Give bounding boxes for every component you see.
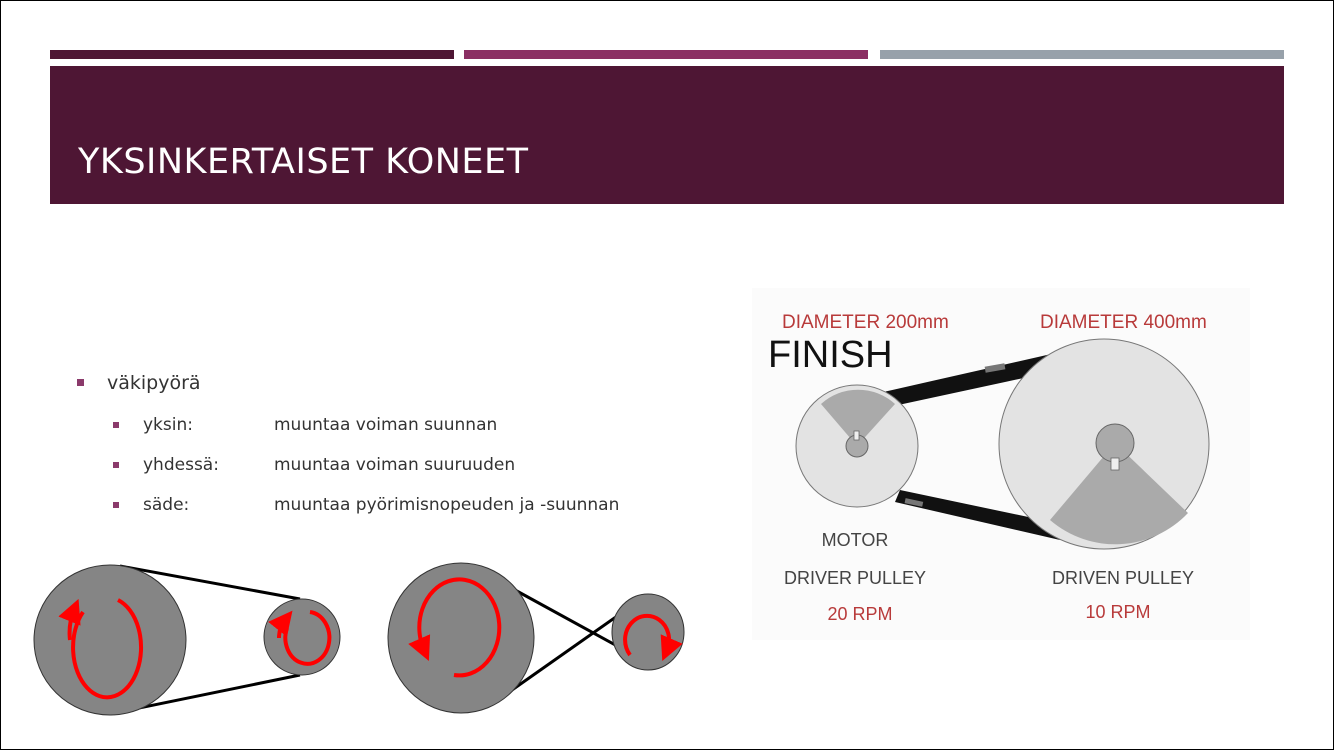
belt-drive-figure: DIAMETER 200mm DIAMETER 400mm FINISH MOT…: [752, 288, 1250, 640]
driver-pulley-label: DRIVER PULLEY: [784, 568, 926, 588]
driven-diameter: DIAMETER 400mm: [1040, 312, 1207, 333]
driven-pulley-label: DRIVEN PULLEY: [1052, 568, 1194, 588]
accent-bar-3: [880, 50, 1284, 59]
sub-desc: muuntaa voiman suunnan: [274, 415, 498, 435]
slide-title: YKSINKERTAISET KONEET: [78, 142, 529, 182]
driver-rpm: 20 RPM: [827, 604, 892, 624]
bullet-icon: [113, 502, 119, 508]
accent-bar-1: [50, 50, 454, 59]
open-belt-diagram: [33, 564, 341, 716]
finish-label: FINISH: [768, 334, 893, 376]
bullet-icon: [113, 462, 119, 468]
sub-term: yhdessä:: [143, 455, 219, 475]
driver-diameter: DIAMETER 200mm: [782, 312, 949, 333]
sub-desc: muuntaa pyörimisnopeuden ja -suunnan: [274, 495, 620, 515]
bullet-icon: [77, 379, 84, 386]
accent-bar-2: [464, 50, 868, 59]
crossed-belt-diagram: [387, 562, 685, 714]
sub-term: säde:: [143, 495, 190, 515]
motor-label: MOTOR: [822, 530, 889, 550]
title-band: YKSINKERTAISET KONEET: [50, 66, 1284, 204]
sub-desc: muuntaa voiman suuruuden: [274, 455, 516, 475]
bullet-main: väkipyörä: [107, 372, 201, 394]
bullet-icon: [113, 422, 119, 428]
driven-rpm: 10 RPM: [1085, 602, 1150, 622]
sub-term: yksin:: [143, 415, 193, 435]
